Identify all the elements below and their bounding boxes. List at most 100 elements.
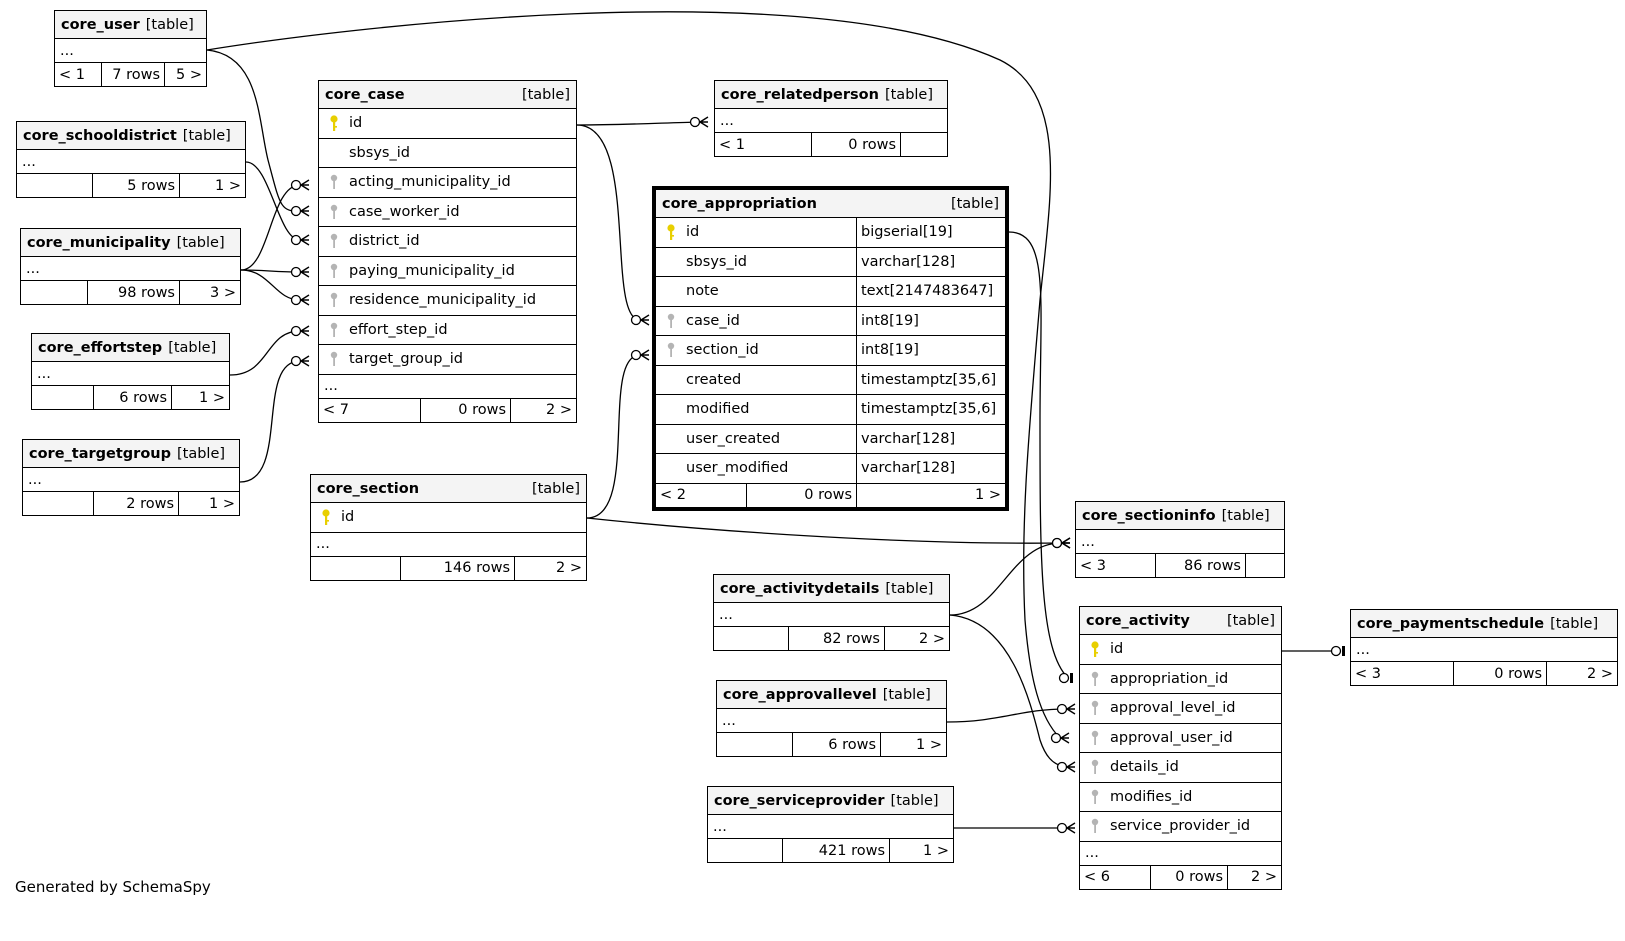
foreign-key-icon [1086, 729, 1104, 747]
table-type: [table] [182, 127, 231, 144]
table-footer: < 1 7 rows 5 > [55, 63, 206, 86]
field-type: timestamptz[35,6] [856, 365, 1005, 394]
table-name: core_approvallevel [723, 686, 877, 703]
table-core-case[interactable]: core_case[table] id sbsys_id acting_muni… [318, 80, 577, 423]
parents-count[interactable]: < 2 [660, 487, 686, 503]
table-core-relatedperson[interactable]: core_relatedperson[table] ... < 1 0 rows [714, 80, 948, 157]
row-count: 146 rows [400, 556, 514, 580]
field-row-district-id[interactable]: district_id [319, 227, 576, 257]
children-count[interactable]: 3 > [179, 281, 240, 304]
table-type: [table] [521, 86, 570, 103]
foreign-key-icon [1086, 670, 1104, 688]
field-name: residence_municipality_id [349, 292, 537, 309]
parents-count[interactable]: < 6 [1084, 869, 1110, 885]
table-core-activitydetails[interactable]: core_activitydetails[table] ... 82 rows … [713, 574, 950, 651]
table-core-sectioninfo[interactable]: core_sectioninfo[table] ... < 3 86 rows [1075, 501, 1285, 578]
field-name: target_group_id [349, 351, 463, 368]
table-core-targetgroup[interactable]: core_targetgroup[table] ... 2 rows 1 > [22, 439, 240, 516]
table-core-activity[interactable]: core_activity[table] id appropriation_id… [1079, 606, 1282, 890]
foreign-key-icon [325, 232, 343, 250]
table-core-approvallevel[interactable]: core_approvallevel[table] ... 6 rows 1 > [716, 680, 947, 757]
edge-activity-paymentschedule [1282, 645, 1345, 657]
parents-count[interactable]: < 1 [719, 136, 745, 153]
children-count[interactable] [1245, 554, 1284, 577]
table-core-serviceprovider[interactable]: core_serviceprovider[table] ... 421 rows… [707, 786, 954, 863]
children-count[interactable]: 2 > [510, 398, 576, 422]
children-count[interactable]: 1 > [856, 483, 1005, 507]
parents-count[interactable] [21, 281, 87, 304]
parents-count[interactable] [23, 492, 93, 515]
field-row-modifies-id[interactable]: modifies_id [1080, 783, 1281, 812]
children-count[interactable]: 1 > [880, 733, 946, 756]
table-type: [table] [890, 792, 939, 809]
table-core-user[interactable]: core_user[table] ... < 1 7 rows 5 > [54, 10, 207, 87]
row-count: 7 rows [101, 63, 164, 86]
parents-count[interactable] [708, 839, 782, 862]
field-row-approval-user-id[interactable]: approval_user_id [1080, 724, 1281, 753]
field-row-target-group-id[interactable]: target_group_id [319, 345, 576, 375]
parents-count[interactable] [17, 174, 92, 197]
table-core-section[interactable]: core_section[table] id ... 146 rows 2 > [310, 474, 587, 581]
row-count: 5 rows [92, 174, 179, 197]
children-count[interactable]: 2 > [884, 627, 949, 650]
field-row-effort-step-id[interactable]: effort_step_id [319, 316, 576, 345]
field-row-created[interactable]: created timestamptz[35,6] [656, 365, 1005, 395]
field-name: created [686, 371, 742, 388]
children-count[interactable] [900, 133, 947, 156]
field-name: paying_municipality_id [349, 262, 515, 279]
parents-count[interactable]: < 3 [1355, 665, 1381, 682]
field-row-service-provider-id[interactable]: service_provider_id [1080, 812, 1281, 842]
foreign-key-icon [325, 291, 343, 309]
field-row-acting-municipality-id[interactable]: acting_municipality_id [319, 168, 576, 198]
field-row-sbsys-id[interactable]: sbsys_id [319, 139, 576, 168]
field-row-residence-municipality-id[interactable]: residence_municipality_id [319, 286, 576, 316]
children-count[interactable]: 1 > [889, 839, 953, 862]
field-row-id[interactable]: id [319, 109, 576, 139]
field-row-details-id[interactable]: details_id [1080, 753, 1281, 783]
table-core-effortstep[interactable]: core_effortstep[table] ... 6 rows 1 > [31, 333, 230, 410]
edge-activitydetails-sectioninfo [949, 537, 1071, 616]
field-row-id[interactable]: id [1080, 635, 1281, 665]
parents-count[interactable]: < 3 [1080, 557, 1106, 574]
parents-count[interactable] [714, 627, 788, 650]
table-core-municipality[interactable]: core_municipality[table] ... 98 rows 3 > [20, 228, 241, 305]
field-row-paying-municipality-id[interactable]: paying_municipality_id [319, 257, 576, 286]
parents-count[interactable]: < 7 [323, 402, 349, 418]
children-count[interactable]: 2 > [1227, 865, 1281, 889]
children-count[interactable]: 2 > [1546, 662, 1617, 685]
table-core-schooldistrict[interactable]: core_schooldistrict[table] ... 5 rows 1 … [16, 121, 246, 198]
field-row-id[interactable]: id [311, 503, 586, 533]
field-name: id [686, 224, 700, 241]
parents-count[interactable] [32, 386, 93, 409]
table-core-paymentschedule[interactable]: core_paymentschedule[table] ... < 3 0 ro… [1350, 609, 1618, 686]
foreign-key-icon [325, 321, 343, 339]
field-row-approval-level-id[interactable]: approval_level_id [1080, 694, 1281, 724]
field-name: section_id [686, 342, 759, 359]
children-count[interactable]: 1 > [171, 386, 229, 409]
edge-appropriation-activity [1008, 231, 1073, 684]
field-type: varchar[128] [856, 454, 1005, 483]
ellipsis: ... [311, 533, 586, 557]
parents-count[interactable] [311, 557, 400, 580]
field-name: approval_user_id [1110, 729, 1233, 746]
parents-count[interactable]: < 1 [59, 66, 85, 83]
foreign-key-icon [1086, 699, 1104, 717]
field-row-appropriation-id[interactable]: appropriation_id [1080, 665, 1281, 694]
parents-count[interactable] [717, 733, 792, 756]
children-count[interactable]: 5 > [164, 63, 206, 86]
primary-key-icon [662, 223, 680, 241]
field-row-case-worker-id[interactable]: case_worker_id [319, 198, 576, 227]
table-type: [table] [1226, 612, 1275, 629]
children-count[interactable]: 1 > [178, 492, 239, 515]
children-count[interactable]: 1 > [179, 174, 245, 197]
children-count[interactable]: 2 > [514, 556, 586, 580]
